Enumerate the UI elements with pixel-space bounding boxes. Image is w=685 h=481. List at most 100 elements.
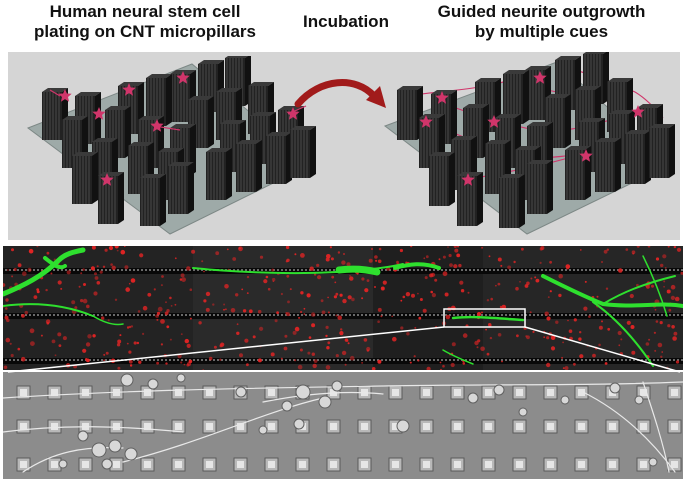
sem-pillar (388, 457, 403, 472)
sem-pillar (16, 385, 31, 400)
right-pillar (625, 130, 651, 184)
sem-pillar (326, 457, 341, 472)
left-pillar (266, 132, 292, 184)
sem-pillar (481, 457, 496, 472)
differentiated-cell-marker (487, 115, 501, 128)
left-pillar (236, 140, 262, 192)
stem-cell-marker (92, 107, 106, 120)
sem-pillar (264, 385, 279, 400)
sem-pillar (140, 419, 155, 434)
sem-pillar (543, 457, 558, 472)
right-pillar (499, 174, 525, 228)
sem-cell-body (281, 400, 293, 412)
left-pillar-array-scene (26, 56, 316, 235)
sem-pillar (47, 419, 62, 434)
sem-cell-body (120, 373, 134, 387)
sem-pillar (512, 457, 527, 472)
fluorescence-micrograph (3, 246, 683, 370)
sem-cell-body (648, 457, 658, 467)
sem-cell-body (560, 395, 570, 405)
left-pillar (206, 148, 232, 200)
stem-cell-marker (58, 89, 72, 102)
sem-cell-body (108, 439, 122, 453)
sem-cell-body (124, 447, 138, 461)
neurite-fiber (262, 391, 384, 403)
left-pillar (140, 174, 166, 226)
sem-pillar (605, 419, 620, 434)
sem-pillar (16, 419, 31, 434)
sem-cell-body (609, 382, 621, 394)
sem-pillar (264, 457, 279, 472)
differentiated-cell-marker (419, 115, 433, 128)
sem-pillar (140, 385, 155, 400)
sem-pillar (481, 419, 496, 434)
sem-pillar (233, 457, 248, 472)
sem-cell-body (467, 392, 479, 404)
sem-pillar (419, 385, 434, 400)
sem-image (3, 372, 683, 479)
sem-cell-body (101, 458, 113, 470)
sem-pillar (543, 385, 558, 400)
sem-pillar (388, 385, 403, 400)
left-pillar (72, 152, 98, 204)
incubation-arrow (294, 79, 386, 108)
left-pillar (42, 88, 68, 140)
right-caption-line-1: Guided neurite outgrowth (437, 2, 646, 21)
sem-cell-body (634, 395, 644, 405)
differentiated-cell-marker (435, 91, 449, 104)
sem-cell-body (293, 418, 305, 430)
sem-pillar (574, 419, 589, 434)
left-pillar (168, 162, 194, 214)
right-pillar (545, 94, 571, 148)
sem-pillar (171, 385, 186, 400)
sem-cell-body (58, 459, 68, 469)
sem-cell-body (258, 425, 268, 435)
sem-pillar (667, 385, 682, 400)
sem-cell-body (493, 384, 505, 396)
sem-pillar (512, 419, 527, 434)
sem-cell-body (91, 442, 107, 458)
left-caption-line-1: Human neural stem cell (49, 2, 241, 21)
schematic-panel: Human neural stem cell plating on CNT mi… (8, 2, 685, 240)
right-pillar (527, 160, 553, 214)
sem-pillar (636, 457, 651, 472)
sem-cell-body (318, 395, 332, 409)
sem-pillar (295, 457, 310, 472)
sem-pillar (636, 419, 651, 434)
stem-cell-marker (122, 83, 136, 96)
sem-cell-body (77, 430, 89, 442)
differentiated-cell-marker (461, 173, 475, 186)
neurite-fiber (3, 381, 683, 399)
right-caption-line-2: by multiple cues (474, 22, 609, 41)
stem-cell-marker (150, 119, 164, 132)
differentiated-cell-marker (579, 149, 593, 162)
sem-pillar (574, 385, 589, 400)
sem-pillar (47, 385, 62, 400)
differentiated-cell-marker (631, 105, 645, 118)
differentiated-cell-marker (533, 71, 547, 84)
sem-pillar (202, 457, 217, 472)
right-caption: Guided neurite outgrowth by multiple cue… (398, 2, 685, 42)
sem-pillar (78, 457, 93, 472)
sem-pillar (605, 457, 620, 472)
sem-pillar (109, 419, 124, 434)
sem-pillar (574, 457, 589, 472)
sem-cell-body (147, 378, 159, 390)
sem-pillar (481, 385, 496, 400)
sem-pillar (543, 419, 558, 434)
sem-cell-body (518, 407, 528, 417)
fluorescence-image (3, 246, 683, 370)
right-pillar (429, 152, 455, 206)
stem-cell-marker (286, 107, 300, 120)
left-pillar (290, 126, 316, 178)
sem-pillar (512, 385, 527, 400)
sem-pillar (171, 419, 186, 434)
right-pillar (595, 138, 621, 192)
stem-cell-marker (176, 71, 190, 84)
sem-pillar (171, 457, 186, 472)
sem-pillar (667, 419, 682, 434)
sem-pillar (419, 419, 434, 434)
right-pillars (397, 52, 675, 228)
right-pillar-array-scene (383, 52, 675, 235)
middle-caption: Incubation (303, 12, 389, 31)
